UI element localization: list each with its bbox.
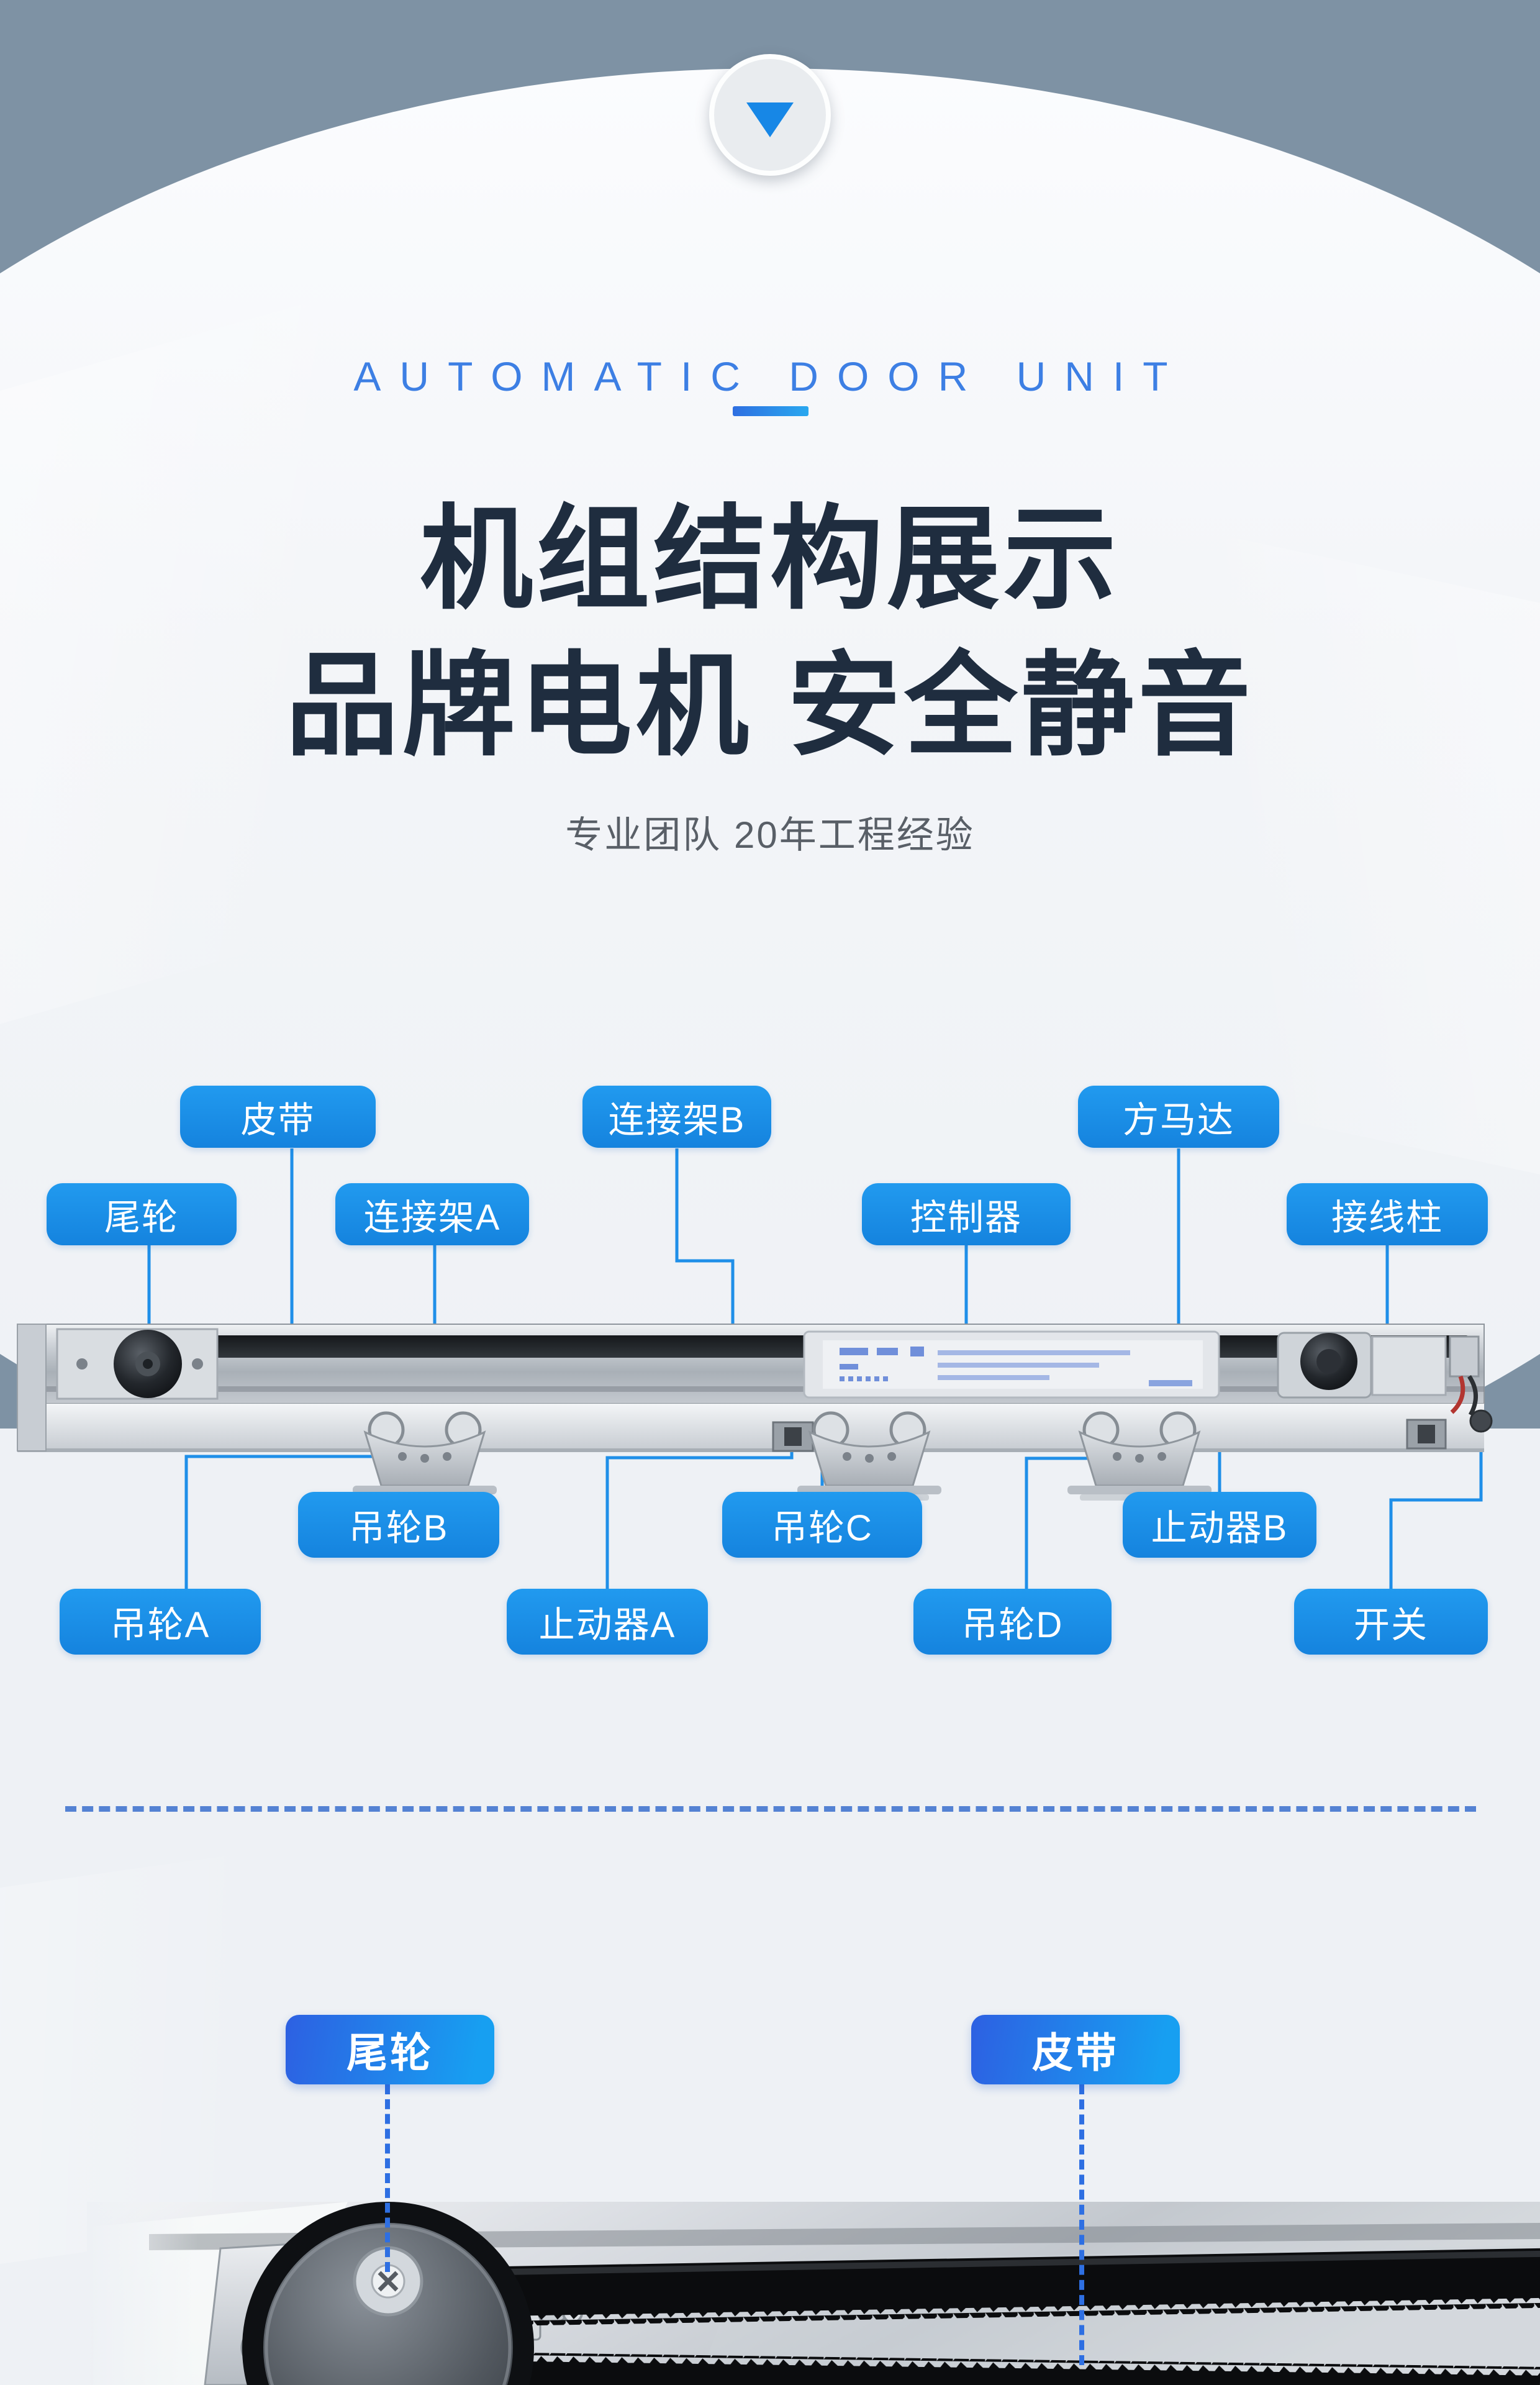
bolt [76, 1358, 88, 1370]
terminal-posts-part [1449, 1335, 1480, 1378]
dashed-pointer-tail-wheel [385, 2084, 390, 2272]
title-line-1: 机组结构展示 [420, 496, 1120, 622]
title-line-2: 品牌电机 安全静音 [285, 642, 1255, 769]
callout-controller: 控制器 [862, 1183, 1071, 1245]
section-dashed-divider [65, 1806, 1476, 1812]
motor-hub [1316, 1349, 1341, 1374]
callout-connector-a: 连接架A [335, 1183, 529, 1245]
stopper-a-pad [784, 1427, 802, 1446]
top-edge-shadow [149, 2223, 1540, 2250]
closeup-label-tail-wheel: 尾轮 [286, 2015, 494, 2084]
hanger-assembly-3 [1067, 1411, 1212, 1501]
belt-upper-run [372, 2248, 1540, 2328]
closeup-label-belt: 皮带 [971, 2015, 1180, 2084]
left-fade [87, 2202, 199, 2385]
belt-slot [59, 1335, 1470, 1358]
callout-stopper-b: 止动器B [1123, 1492, 1316, 1558]
callout-hanger-a: 吊轮A [60, 1589, 261, 1655]
track-assembly [17, 1324, 1493, 1501]
rail-fascia [17, 1404, 1484, 1451]
callout-stopper-a: 止动器A [507, 1589, 708, 1655]
fascia-edge [17, 1448, 1484, 1452]
closeup-photo [87, 2202, 1540, 2385]
page-title: 机组结构展示 品牌电机 安全静音 [0, 486, 1540, 779]
controller-print [840, 1347, 1192, 1386]
callout-hanger-d: 吊轮D [913, 1589, 1112, 1655]
line-switch [1389, 1430, 1483, 1589]
dashed-pointer-belt [1079, 2084, 1084, 2365]
scroll-down-badge[interactable] [709, 54, 831, 176]
triangle-down-icon [746, 102, 794, 137]
callout-switch: 开关 [1294, 1589, 1488, 1655]
callout-tail-wheel: 尾轮 [47, 1183, 237, 1245]
callout-belt: 皮带 [180, 1086, 376, 1148]
tail-wheel-axle [143, 1359, 153, 1369]
eyebrow-text: AUTOMATIC DOOR UNIT [353, 353, 1187, 399]
rail-seam [17, 1386, 1484, 1392]
stopper-b-pad [1418, 1425, 1435, 1443]
line-connector-b [675, 1148, 735, 1348]
switch-knob-part [1469, 1409, 1493, 1433]
callout-terminal: 接线柱 [1287, 1183, 1488, 1245]
callout-connector-b: 连接架B [582, 1086, 771, 1148]
callout-hanger-b: 吊轮B [298, 1492, 499, 1558]
unit-structure-diagram [17, 1148, 1493, 1589]
callout-motor: 方马达 [1078, 1086, 1279, 1148]
callout-hanger-c: 吊轮C [722, 1492, 922, 1558]
belt-lower-run [217, 2348, 1540, 2385]
red-wire [1450, 1375, 1465, 1414]
left-end-cap [17, 1324, 47, 1451]
page-subtitle: 专业团队 20年工程经验 [565, 814, 975, 856]
motor-mount [1371, 1335, 1447, 1396]
bolt [192, 1358, 203, 1370]
black-wire [1467, 1375, 1478, 1416]
title-divider [733, 406, 808, 416]
